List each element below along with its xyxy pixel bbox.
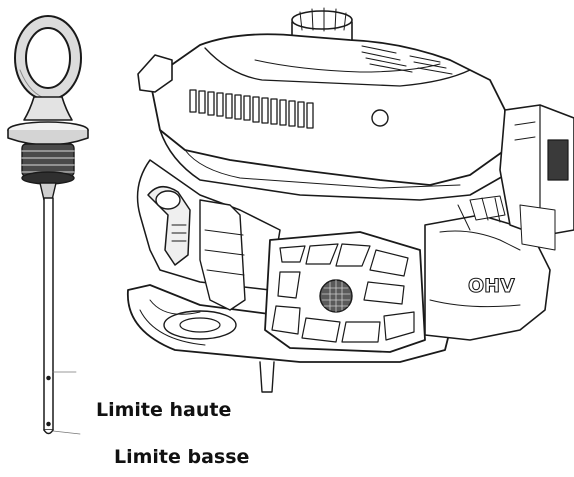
ohv-marking: OHV	[468, 275, 515, 297]
crankcase	[199, 199, 246, 311]
upper-limit-label: Limite haute	[96, 399, 232, 421]
choke-lever	[137, 54, 173, 93]
oil-cap	[291, 7, 353, 47]
muffler-guard	[264, 231, 426, 353]
cylinder-housing: OHV	[424, 214, 551, 341]
dipstick-ring	[14, 15, 82, 101]
spark-plug-boot	[147, 186, 191, 266]
top-vents	[361, 45, 453, 75]
dipstick-neck	[23, 96, 73, 121]
dipstick-rod	[43, 197, 54, 435]
crankshaft	[259, 361, 275, 393]
lower-limit-label: Limite basse	[114, 446, 250, 468]
side-vents	[189, 89, 314, 129]
level-mark-high	[46, 375, 51, 381]
level-mark-low	[46, 421, 51, 427]
governor-linkage	[457, 195, 556, 251]
engine-shroud	[149, 33, 506, 186]
dipstick-flange	[7, 121, 89, 146]
dipstick	[7, 15, 89, 435]
dipstick-thread	[21, 143, 75, 185]
engine: OHV	[127, 7, 574, 393]
leader-low	[52, 430, 81, 435]
